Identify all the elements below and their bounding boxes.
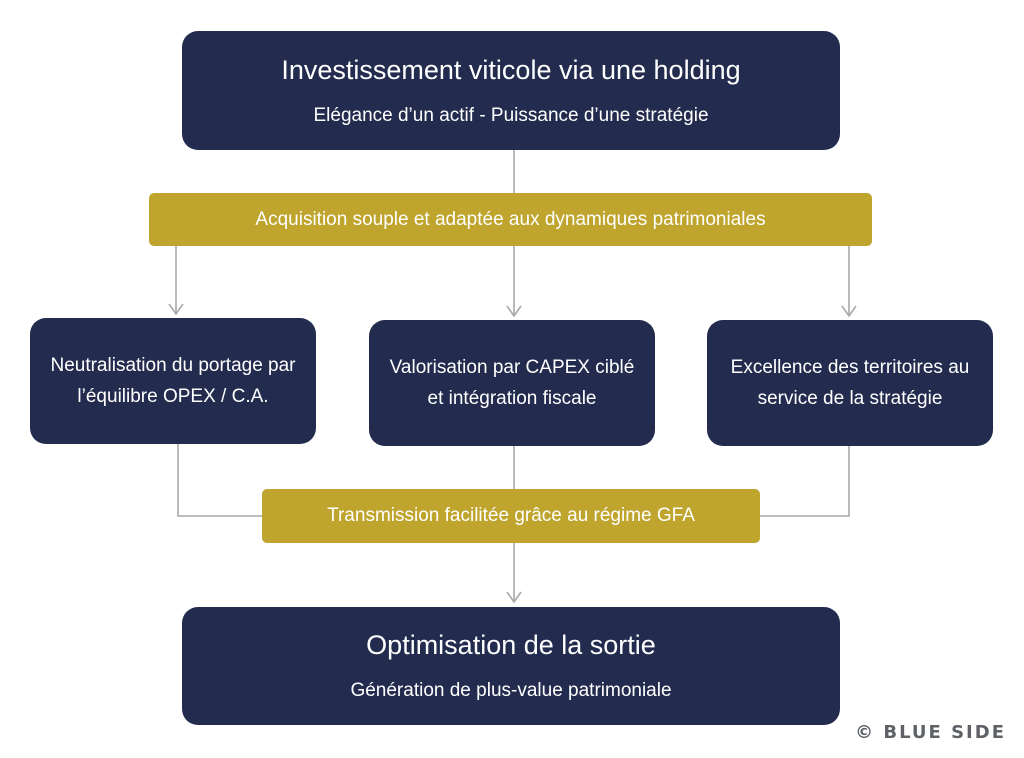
band-acquisition: Acquisition souple et adaptée aux dynami… [149, 193, 872, 246]
pillar-left-text: Neutralisation du portage par l’équilibr… [50, 355, 296, 407]
pillar-left: Neutralisation du portage par l’équilibr… [30, 318, 316, 444]
connector-left-to-band [177, 444, 262, 517]
arrowhead-left [168, 303, 184, 316]
arrowhead-center [506, 305, 522, 318]
bottom-box-subtitle: Génération de plus-value patrimoniale [350, 680, 672, 701]
top-box: Investissement viticole via une holding … [182, 31, 840, 150]
arrowhead-bottom [506, 591, 522, 604]
pillar-center-text: Valorisation par CAPEX ciblé et intégrat… [389, 357, 635, 409]
band-acquisition-label: Acquisition souple et adaptée aux dynami… [255, 208, 766, 230]
bottom-box: Optimisation de la sortie Génération de … [182, 607, 840, 725]
band-transmission: Transmission facilitée grâce au régime G… [262, 489, 760, 543]
top-box-title: Investissement viticole via une holding [281, 54, 741, 85]
band-transmission-label: Transmission facilitée grâce au régime G… [327, 505, 695, 526]
top-box-subtitle: Elégance d’un actif - Puissance d’une st… [313, 104, 709, 126]
pillar-right: Excellence des territoires au service de… [707, 320, 993, 446]
pillar-right-text: Excellence des territoires au service de… [730, 357, 970, 409]
arrowhead-right [841, 305, 857, 318]
bottom-box-title: Optimisation de la sortie [366, 630, 656, 660]
copyright-watermark: © BLUE SIDE [855, 722, 1006, 743]
pillar-center: Valorisation par CAPEX ciblé et intégrat… [369, 320, 655, 446]
connector-right-to-band [760, 446, 850, 517]
